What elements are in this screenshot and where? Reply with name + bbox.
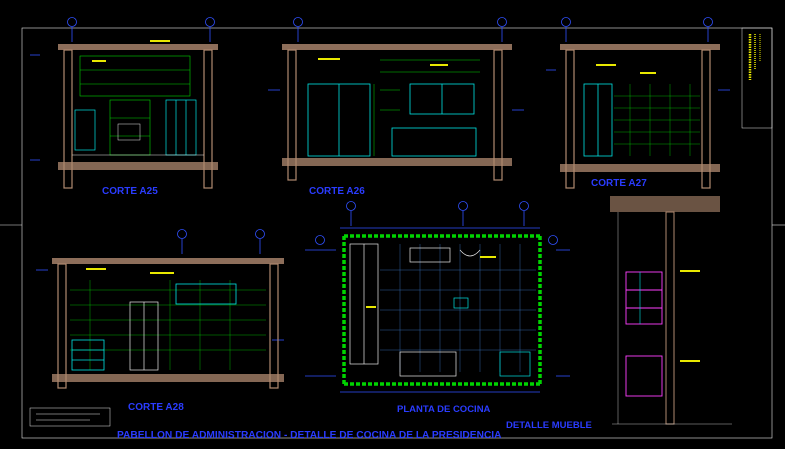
view-title: CORTE A27 — [591, 178, 647, 189]
title-block — [741, 27, 773, 129]
view-title: CORTE A28 — [128, 402, 184, 413]
furniture-detail: DETALLE MUEBLE — [506, 196, 732, 431]
sheet-frame — [0, 27, 785, 439]
floor-plan-kitchen: PLANTA DE COCINA — [305, 201, 570, 415]
section-a28: CORTE A28 — [36, 229, 284, 413]
view-title: DETALLE MUEBLE — [506, 420, 592, 431]
view-title: CORTE A25 — [102, 186, 158, 197]
view-title: PLANTA DE COCINA — [397, 404, 491, 415]
section-a25: CORTE A25 — [30, 17, 218, 197]
section-a26: CORTE A26 — [268, 17, 524, 197]
view-title: CORTE A26 — [309, 186, 365, 197]
sheet-title: PABELLON DE ADMINISTRACION - DETALLE DE … — [117, 430, 502, 441]
notes-box — [29, 407, 111, 427]
section-a27: CORTE A27 — [546, 17, 730, 189]
